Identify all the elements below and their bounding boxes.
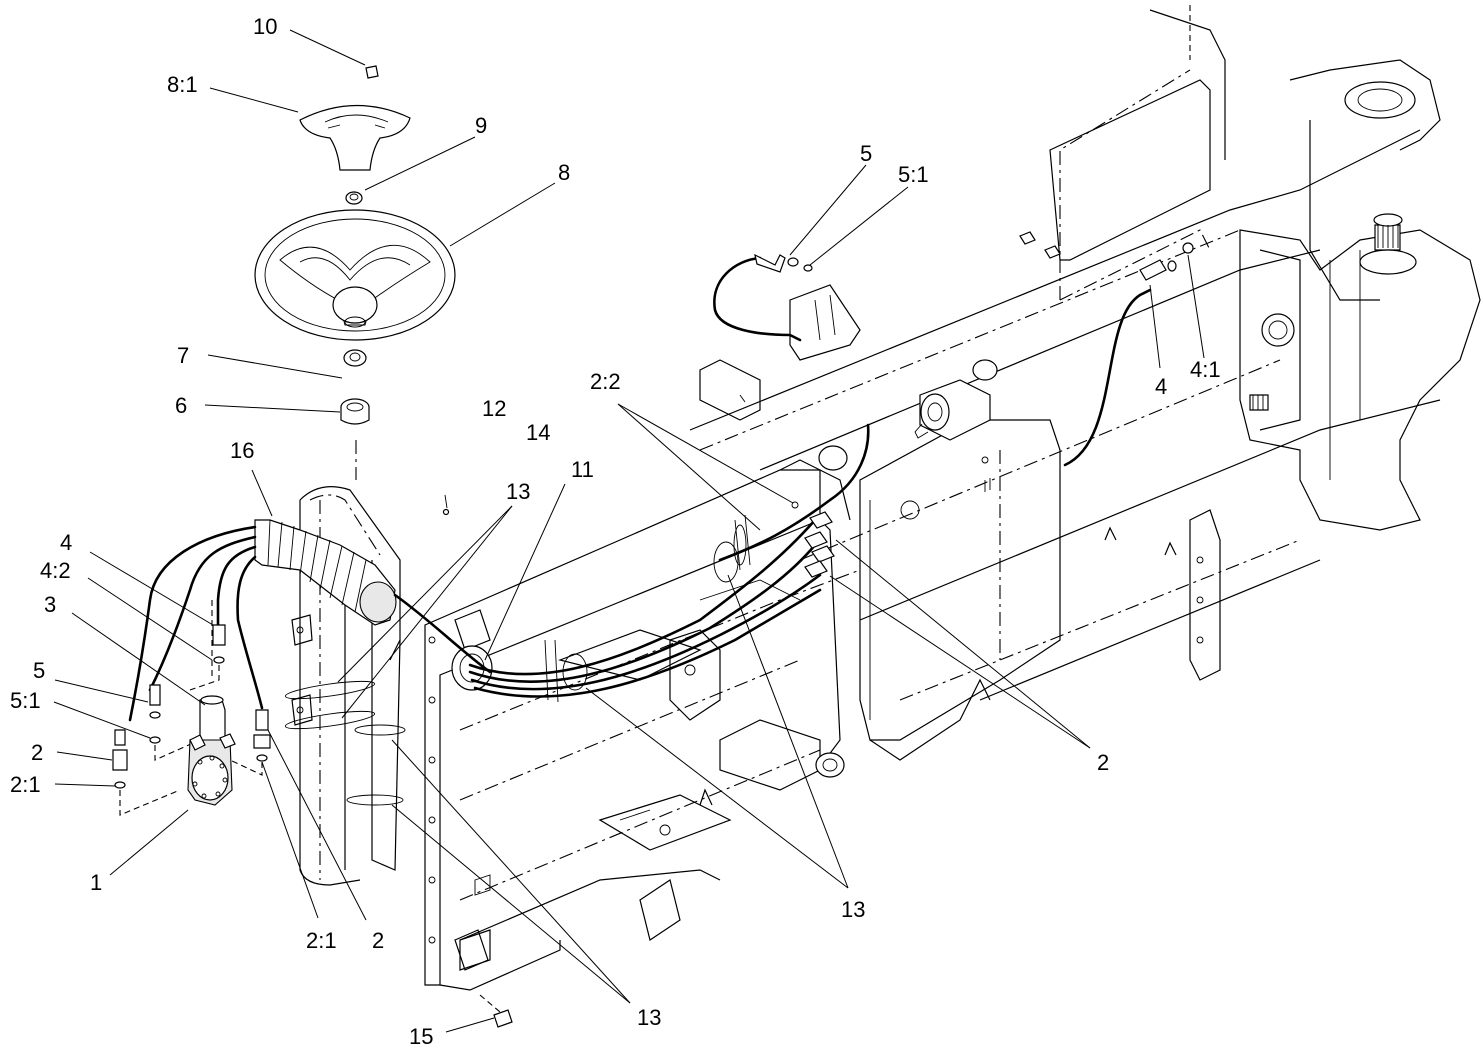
steering-valve — [187, 695, 236, 806]
callout-2-right: 2 — [1097, 750, 1109, 775]
callout-2-left: 2 — [31, 740, 43, 765]
hose-clamps — [284, 514, 751, 806]
small-hardware — [442, 494, 513, 1028]
callout-7: 7 — [177, 343, 189, 368]
callout-2-2: 2:2 — [590, 369, 621, 394]
callout-14: 14 — [526, 420, 550, 445]
callout-15: 15 — [409, 1024, 433, 1049]
front-frame — [355, 440, 861, 991]
callout-16: 16 — [230, 438, 254, 463]
callout-8-1: 8:1 — [167, 72, 198, 97]
callout-2-1-bottom: 2:1 — [306, 928, 337, 953]
callout-8: 8 — [558, 160, 570, 185]
fittings — [112, 242, 1194, 816]
callout-13-bottom: 13 — [637, 1005, 661, 1030]
callout-4-left: 4 — [60, 530, 72, 555]
callout-13-mid: 13 — [841, 897, 865, 922]
callout-1: 1 — [90, 870, 102, 895]
callout-5-1-top: 5:1 — [898, 162, 929, 187]
callout-3: 3 — [44, 592, 56, 617]
callout-12: 12 — [482, 396, 506, 421]
callout-2-1-left: 2:1 — [10, 772, 41, 797]
callout-4-2: 4:2 — [40, 558, 71, 583]
callout-5-top: 5 — [860, 141, 872, 166]
callout-labels: 10 8:1 9 8 7 6 16 4 4:2 3 5 5:1 2 2:1 1 … — [10, 14, 1221, 1049]
callout-6: 6 — [175, 393, 187, 418]
callout-11: 11 — [571, 457, 594, 482]
steering-tower — [128, 486, 492, 886]
callout-5-1-left: 5:1 — [10, 688, 41, 713]
callout-2-bottom: 2 — [372, 928, 384, 953]
callout-5-left: 5 — [33, 658, 45, 683]
callout-4-1: 4:1 — [1190, 357, 1221, 382]
callout-10: 10 — [253, 14, 277, 39]
chassis-frame — [598, 5, 1481, 851]
leader-lines — [53, 29, 1205, 1033]
callout-4-right: 4 — [1155, 374, 1167, 399]
callout-13-top: 13 — [506, 479, 530, 504]
hose-bundle — [468, 256, 1152, 698]
steering-wheel-assembly — [254, 65, 456, 425]
callout-9: 9 — [475, 113, 487, 138]
